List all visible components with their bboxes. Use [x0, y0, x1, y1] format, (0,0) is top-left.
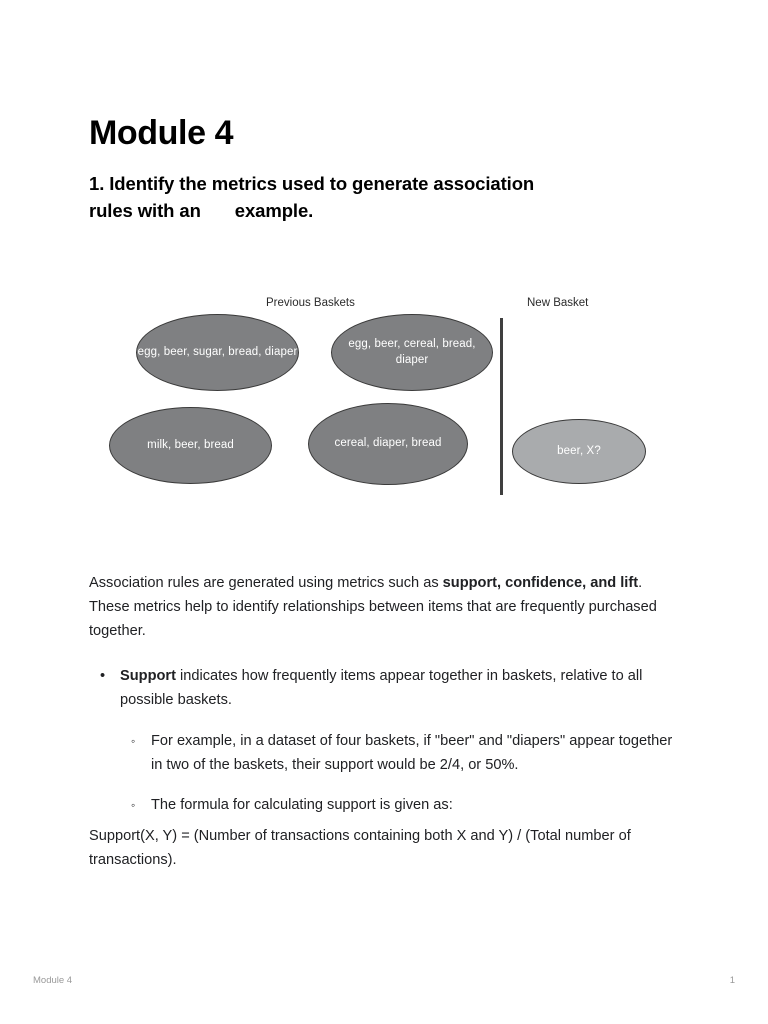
list-item: ◦ For example, in a dataset of four bask…: [89, 729, 674, 778]
sub-bullet-text-formula-intro: The formula for calculating support is g…: [151, 797, 453, 814]
footer-document-name: Module 4: [33, 975, 73, 986]
list-item: • Support indicates how frequently items…: [89, 664, 674, 713]
intro-metrics-bold: support, confidence, and lift: [442, 574, 639, 591]
intro-text-part-1: Association rules are generated using me…: [89, 574, 443, 591]
bullet-list: • Support indicates how frequently items…: [89, 664, 674, 834]
footer-page-number: 1: [729, 975, 735, 986]
sub-bullet-list: ◦ For example, in a dataset of four bask…: [89, 729, 674, 818]
bullet-lead-support: Support: [120, 668, 176, 684]
basket-ellipse-1: egg, beer, sugar, bread, diaper: [136, 314, 299, 391]
basket-ellipse-2: egg, beer, cereal, bread, diaper: [331, 314, 493, 391]
market-basket-diagram: Previous Baskets New Basket egg, beer, s…: [100, 292, 670, 507]
diagram-label-previous-baskets: Previous Baskets: [266, 297, 355, 309]
bullet-circle-icon: ◦: [131, 733, 136, 748]
question-line-2-before: rules with an: [89, 200, 201, 221]
basket-ellipse-new: beer, X?: [512, 419, 646, 484]
basket-ellipse-4: cereal, diaper, bread: [308, 403, 468, 485]
basket-ellipse-3: milk, beer, bread: [109, 407, 272, 484]
diagram-divider-line: [500, 318, 503, 495]
question-heading: 1. Identify the metrics used to generate…: [89, 170, 649, 224]
diagram-label-new-basket: New Basket: [527, 297, 589, 309]
intro-text-part-2: . These metrics help to identify relatio…: [89, 574, 657, 640]
intro-paragraph: Association rules are generated using me…: [89, 571, 674, 644]
sub-bullet-text-example: For example, in a dataset of four basket…: [151, 732, 673, 774]
bullet-circle-icon: ◦: [131, 798, 136, 813]
question-line-1: 1. Identify the metrics used to generate…: [89, 173, 535, 194]
page-title: Module 4: [89, 113, 234, 152]
bullet-text-support: indicates how frequently items appear to…: [120, 668, 643, 709]
list-item: ◦ The formula for calculating support is…: [89, 793, 674, 817]
question-line-2-after: example.: [234, 200, 314, 221]
support-formula: Support(X, Y) = (Number of transactions …: [89, 827, 631, 868]
bullet-disc-icon: •: [100, 668, 106, 684]
